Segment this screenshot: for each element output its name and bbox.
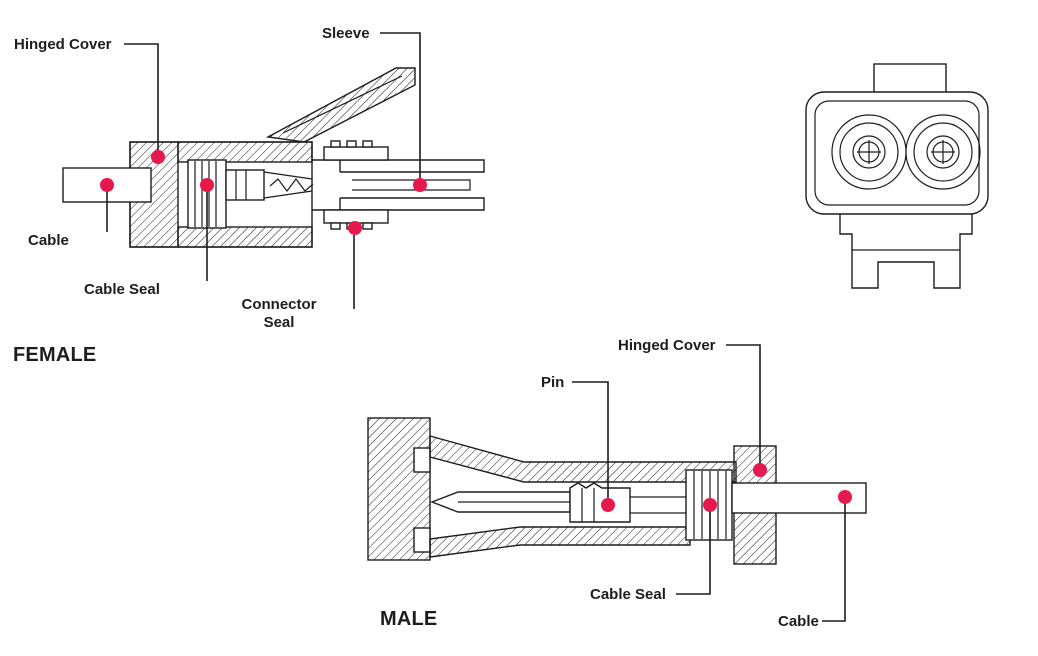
female-sleeve-part xyxy=(312,159,485,211)
male-connector-drawing xyxy=(367,417,867,565)
label-hinged-cover-male: Hinged Cover xyxy=(618,337,716,354)
label-cable-seal-male: Cable Seal xyxy=(590,586,666,603)
female-terminal xyxy=(225,169,314,201)
label-cable-seal-female: Cable Seal xyxy=(84,281,160,298)
marker-cable-seal-male xyxy=(703,498,717,512)
front-port-left-crosshair xyxy=(857,140,881,164)
marker-hinged-cover-male xyxy=(753,463,767,477)
male-title: MALE xyxy=(380,608,438,630)
marker-connector-seal xyxy=(348,221,362,235)
female-top-wall xyxy=(177,141,313,163)
male-end-cap-slot-bottom xyxy=(413,527,431,553)
front-port-right-crosshair xyxy=(931,140,955,164)
front-top-tab xyxy=(873,63,947,95)
marker-cable-seal-female xyxy=(200,178,214,192)
leader-cable-male xyxy=(822,504,846,622)
leader-hinged-cover-male xyxy=(726,344,761,463)
male-end-cap-slot-top xyxy=(413,447,431,473)
marker-cable-male xyxy=(838,490,852,504)
front-bracket xyxy=(839,214,973,289)
female-bottom-wall xyxy=(177,226,313,248)
label-hinged-cover-female: Hinged Cover xyxy=(14,36,112,53)
marker-sleeve xyxy=(413,178,427,192)
label-pin: Pin xyxy=(541,374,565,391)
male-pin-part xyxy=(430,482,631,523)
female-top-ribs xyxy=(323,140,389,161)
marker-cable-female xyxy=(100,178,114,192)
front-port-right xyxy=(905,114,981,190)
label-connector-seal: Connector Seal xyxy=(241,296,317,331)
marker-pin xyxy=(601,498,615,512)
label-cable-male: Cable xyxy=(778,613,819,630)
female-title: FEMALE xyxy=(13,344,97,366)
front-view-drawing xyxy=(805,63,989,289)
leader-hinged-cover-female xyxy=(124,43,159,150)
markers xyxy=(100,150,852,512)
front-body-inner xyxy=(814,100,980,206)
female-connector-drawing xyxy=(62,67,485,248)
label-cable-female: Cable xyxy=(28,232,69,249)
leader-lines xyxy=(106,32,846,622)
marker-hinged-cover-female xyxy=(151,150,165,164)
leader-pin xyxy=(572,381,609,498)
female-latch-inner-line xyxy=(282,75,403,134)
front-body-outer xyxy=(805,91,989,215)
male-bottom-wall xyxy=(429,526,691,558)
leader-cable-seal-male xyxy=(676,512,711,595)
male-wire-lines xyxy=(630,496,686,514)
label-sleeve: Sleeve xyxy=(322,25,370,42)
leader-sleeve xyxy=(380,32,421,178)
